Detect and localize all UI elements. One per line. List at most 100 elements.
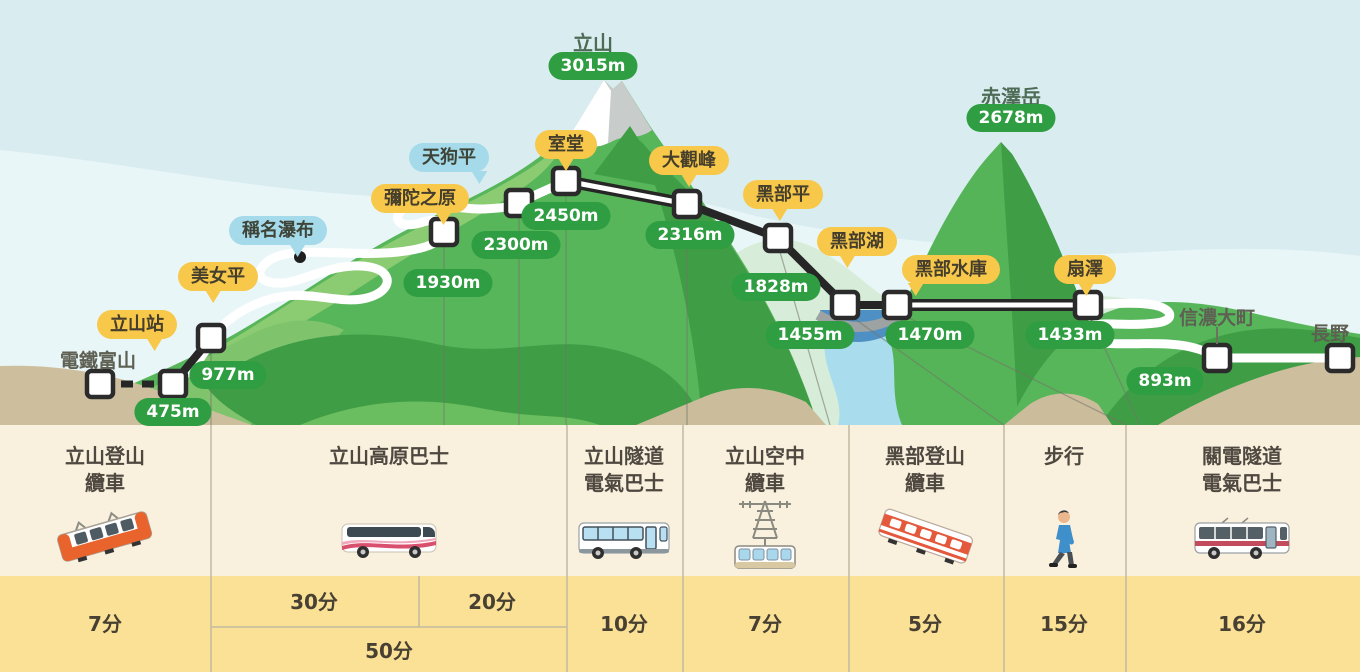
station-marker-kurobeko	[829, 289, 861, 321]
station-marker-bijodaira	[195, 322, 227, 354]
elevation-pill-2678m: 2678m	[966, 104, 1056, 132]
station-badge-bijodaira: 美女平	[178, 262, 258, 303]
elevation-pill-2316m: 2316m	[645, 221, 735, 249]
station-marker-shinano-omachi	[1201, 342, 1233, 374]
station-marker-daikanbo	[671, 188, 703, 220]
station-badge-murodo: 室堂	[535, 130, 597, 171]
transport-table: 立山登山 纜車 7分	[0, 425, 1360, 672]
header-line2: 纜車	[85, 471, 125, 495]
station-badge-midagahara: 彌陀之原	[371, 184, 469, 225]
station-marker-nagano	[1324, 342, 1356, 374]
duration-cell-total: 50分	[365, 639, 413, 663]
table-time-band	[0, 576, 1360, 672]
shinano-omachi-tick	[1216, 327, 1218, 344]
header-line1: 立山高原巴士	[329, 444, 449, 468]
ropeway-cablecar-walk-line	[683, 200, 901, 309]
station-marker-kurobedaira	[762, 222, 794, 254]
duration-cell: 5分	[908, 612, 942, 636]
station-marker-kurobe-dam	[881, 289, 913, 321]
header-line1: 關電隧道	[1202, 444, 1282, 468]
station-badge-kurobeko: 黑部湖	[817, 227, 897, 268]
station-badge-text: 稱名瀑布	[242, 220, 314, 241]
funicular-red-icon	[871, 503, 979, 575]
station-badge-ogizawa: 扇澤	[1054, 255, 1116, 296]
elevation-pill-1470m: 1470m	[885, 321, 975, 349]
station-marker-ogizawa	[1072, 289, 1104, 321]
elevation-pill-1828m: 1828m	[731, 273, 821, 301]
duration-cell: 16分	[1218, 612, 1266, 636]
column-header-kurobe-cablecar: 黑部登山 纜車	[885, 443, 965, 497]
station-marker-murodo	[550, 165, 582, 197]
station-badge-text: 彌陀之原	[384, 188, 456, 209]
station-badge-text: 室堂	[548, 134, 584, 155]
column-header-ropeway: 立山空中 纜車	[725, 443, 805, 497]
tunnel-trolleybus-icon	[576, 503, 672, 575]
kanden-trolleybus-icon	[1192, 503, 1292, 575]
station-badge-text: 黑部水庫	[915, 259, 987, 280]
elevation-pill-1433m: 1433m	[1025, 321, 1115, 349]
peak-label-tateyama: 立山	[573, 31, 613, 55]
column-header-tateyama-cablecar: 立山登山 纜車	[65, 443, 145, 497]
elevation-pill-1455m: 1455m	[765, 321, 855, 349]
station-marker-tateyama-sta	[157, 368, 189, 400]
station-badge-tengudaira: 天狗平	[409, 143, 489, 184]
highland-bus-icon	[339, 503, 439, 575]
header-line2: 電氣巴士	[584, 471, 664, 495]
station-badge-text: 立山站	[110, 314, 164, 335]
label-dentetsu-toyama: 電鐵富山	[59, 350, 137, 372]
elevation-pill-2300m: 2300m	[471, 231, 561, 259]
walking-person-icon	[1045, 503, 1083, 575]
elevation-pill-3015m: 3015m	[548, 52, 638, 80]
duration-cell-first: 30分	[290, 590, 338, 614]
station-badge-tateyama-sta: 立山站	[97, 310, 177, 351]
header-line1: 立山登山	[65, 444, 145, 468]
poi-badge-shomyo-falls: 稱名瀑布	[229, 216, 327, 257]
label-nagano: 長野	[1310, 323, 1350, 345]
header-line1: 立山空中	[725, 444, 805, 468]
duration-cell: 7分	[748, 612, 782, 636]
sub-row-divider	[211, 626, 567, 628]
elevation-pill-2450m: 2450m	[521, 202, 611, 230]
duration-cell: 15分	[1040, 612, 1088, 636]
duration-cell: 7分	[88, 612, 122, 636]
tunnel-line-1-inner	[563, 178, 690, 207]
duration-cell-second: 20分	[468, 590, 516, 614]
duration-cell: 10分	[600, 612, 648, 636]
station-badge-text: 美女平	[191, 266, 245, 287]
sub-column-divider	[418, 576, 420, 627]
table-header-band	[0, 425, 1360, 576]
station-badge-kurobe-dam: 黑部水庫	[902, 255, 1000, 296]
elevation-pill-977m: 977m	[189, 361, 267, 389]
station-badge-text: 大觀峰	[662, 150, 716, 171]
label-shinano-omachi: 信濃大町	[1178, 307, 1256, 329]
station-badge-text: 黑部湖	[830, 231, 884, 252]
column-header-highland-bus: 立山高原巴士	[329, 443, 449, 470]
column-divider	[848, 425, 850, 672]
column-header-walk: 步行	[1044, 443, 1084, 470]
station-badge-kurobedaira: 黑部平	[743, 180, 823, 221]
column-header-tunnel-bus: 立山隧道 電氣巴士	[584, 443, 664, 497]
header-line1: 步行	[1044, 444, 1084, 468]
column-divider	[1003, 425, 1005, 672]
ropeway-icon	[719, 495, 811, 575]
station-badge-daikanbo: 大觀峰	[649, 146, 729, 187]
funicular-orange-icon	[51, 503, 159, 575]
header-line2: 纜車	[905, 471, 945, 495]
column-divider	[210, 425, 212, 672]
header-line1: 黑部登山	[885, 444, 965, 468]
header-line1: 立山隧道	[584, 444, 664, 468]
station-badge-text: 天狗平	[422, 147, 476, 168]
station-marker-dentetsu-toyama	[84, 368, 116, 400]
column-divider	[566, 425, 568, 672]
elevation-pill-1930m: 1930m	[403, 269, 493, 297]
station-badge-text: 扇澤	[1067, 259, 1103, 280]
station-badge-text: 黑部平	[756, 184, 810, 205]
column-header-kanden-bus: 關電隧道 電氣巴士	[1202, 443, 1282, 497]
header-line2: 纜車	[745, 471, 785, 495]
header-line2: 電氣巴士	[1202, 471, 1282, 495]
highland-bus-road	[206, 176, 571, 343]
column-divider	[1125, 425, 1127, 672]
elevation-pill-475m: 475m	[134, 398, 212, 426]
column-divider	[682, 425, 684, 672]
